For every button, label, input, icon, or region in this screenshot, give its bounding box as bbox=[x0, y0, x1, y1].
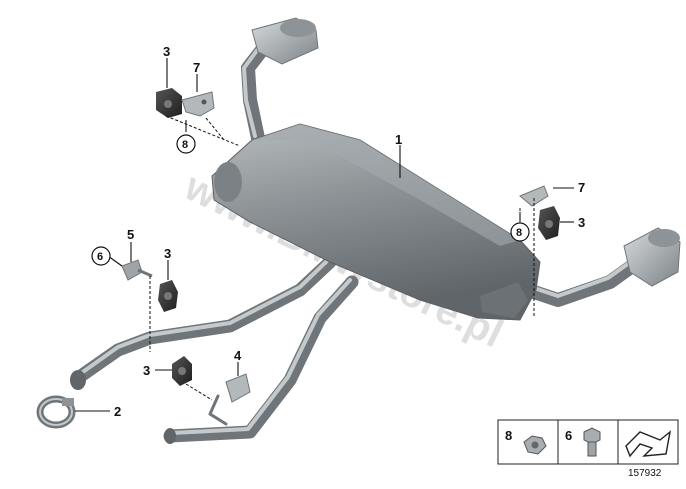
callout-circle-right: 8 bbox=[516, 227, 522, 239]
callout-hanger-top: 3 bbox=[163, 44, 170, 59]
parts-legend: 8 6 157932 bbox=[497, 419, 679, 479]
callout-hanger-right: 3 bbox=[578, 215, 585, 230]
callout-clamp: 2 bbox=[114, 404, 121, 419]
inlet-pipe-lower bbox=[163, 275, 359, 443]
rubber-hanger-top bbox=[156, 88, 182, 118]
bracket-top bbox=[181, 91, 215, 117]
callout-hanger-bottom: 3 bbox=[143, 363, 150, 378]
callout-hanger-left: 3 bbox=[164, 246, 171, 261]
legend-bolt-number: 6 bbox=[565, 428, 572, 443]
circle-marker-top bbox=[176, 134, 196, 154]
rear-muffler bbox=[211, 123, 541, 321]
bracket-bottom bbox=[208, 373, 251, 426]
diagram-number: 157932 bbox=[628, 468, 662, 479]
circle-marker-left bbox=[91, 246, 111, 266]
inlet-pipe-end-lower bbox=[164, 428, 176, 444]
callout-circle-left: 6 bbox=[97, 251, 103, 263]
circle-marker-right bbox=[510, 222, 530, 242]
rubber-hanger-right bbox=[538, 206, 560, 240]
inlet-pipe-end bbox=[70, 370, 86, 390]
wedge-arrow-icon bbox=[625, 430, 672, 458]
callout-bracket-bottom: 4 bbox=[234, 348, 242, 363]
callout-bolt-left: 5 bbox=[127, 227, 134, 242]
muffler-outlet-flange bbox=[480, 282, 528, 318]
hex-nut-icon bbox=[523, 435, 547, 455]
muffler-inlet-flange bbox=[214, 162, 242, 202]
rubber-hanger-bottom bbox=[172, 356, 192, 386]
callouts: 1 3 7 8 7 3 8 5 6 3 4 3 2 bbox=[91, 44, 585, 419]
legend-nut-number: 8 bbox=[505, 428, 512, 443]
hex-bolt-icon bbox=[583, 427, 601, 457]
tailpipe-right bbox=[521, 227, 681, 307]
callout-circle-top: 8 bbox=[182, 139, 188, 151]
callout-bracket-top: 7 bbox=[193, 60, 200, 75]
tailpipe-top bbox=[241, 17, 319, 145]
assembly-lines bbox=[149, 115, 535, 401]
rubber-hanger-left bbox=[158, 280, 178, 312]
bracket-right bbox=[519, 185, 549, 207]
inlet-pipe-upper bbox=[71, 255, 337, 385]
callout-muffler: 1 bbox=[395, 132, 402, 147]
callout-bracket-right: 7 bbox=[578, 180, 585, 195]
pipe-clamp bbox=[36, 395, 76, 429]
bolt-with-bracket bbox=[121, 259, 153, 281]
